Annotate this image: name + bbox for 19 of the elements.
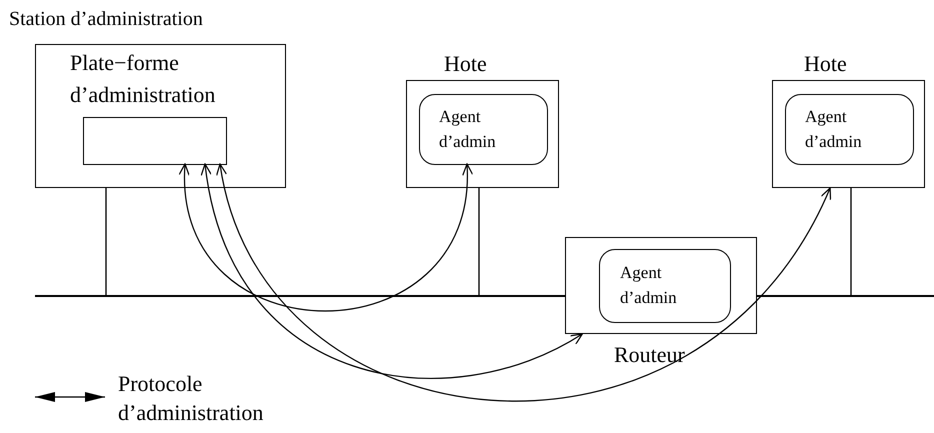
agent-box xyxy=(419,94,548,165)
arrow xyxy=(217,163,831,401)
network-link-line xyxy=(478,188,480,295)
arrow xyxy=(202,163,583,379)
agent-box xyxy=(599,249,731,323)
node-label: Agent d’admin xyxy=(620,262,678,309)
node-heading: Station d’administration xyxy=(9,7,203,31)
node-label: Agent d’admin xyxy=(805,106,863,153)
node-label: Plate−forme d’administration xyxy=(70,49,216,109)
platform-box xyxy=(83,117,227,165)
node-heading: Routeur xyxy=(614,342,685,368)
arrow xyxy=(180,163,472,312)
network-link-line xyxy=(105,188,107,295)
node-heading: Hote xyxy=(444,51,487,78)
legend-label: Protocole d’administration xyxy=(118,370,264,427)
agent-box xyxy=(785,94,914,165)
node-heading: Hote xyxy=(804,51,847,78)
network-link-line xyxy=(850,188,852,295)
node-label: Agent d’admin xyxy=(439,106,497,153)
